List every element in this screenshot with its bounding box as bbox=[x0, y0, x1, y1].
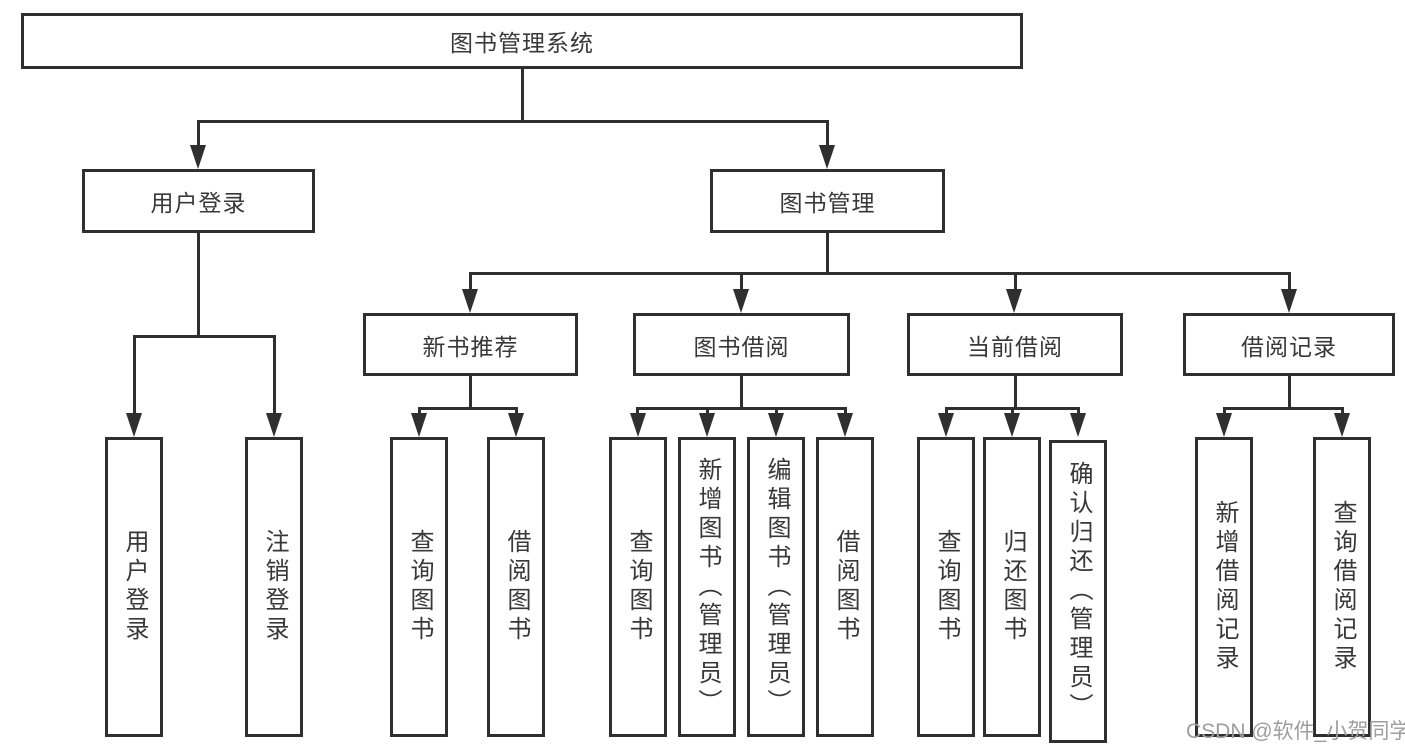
node-current-borrow: 当前借阅 bbox=[907, 313, 1123, 376]
connector-line bbox=[1014, 272, 1017, 292]
connector-line bbox=[197, 120, 200, 148]
node-user-login: 用户登录 bbox=[82, 169, 315, 233]
node-book-management: 图书管理 bbox=[710, 169, 945, 233]
arrow-down-icon bbox=[837, 413, 853, 437]
arrow-down-icon bbox=[508, 413, 524, 437]
connector-line bbox=[1077, 407, 1080, 415]
leaf-borrow-books-borrow: 借阅图书 bbox=[816, 437, 874, 737]
arrow-down-icon bbox=[630, 413, 646, 437]
connector-line bbox=[945, 407, 948, 415]
leaf-add-book-admin: 新增图书（管理员） bbox=[678, 437, 736, 737]
connector-line bbox=[521, 69, 524, 120]
connector-line bbox=[1011, 407, 1014, 415]
connector-line bbox=[1288, 376, 1291, 407]
arrow-down-icon bbox=[699, 413, 715, 437]
connector-line bbox=[1014, 376, 1017, 407]
connector-line bbox=[469, 272, 1291, 275]
connector-line bbox=[515, 407, 518, 415]
arrow-down-icon bbox=[819, 145, 835, 169]
connector-line bbox=[636, 407, 639, 415]
leaf-add-borrow-record: 新增借阅记录 bbox=[1195, 437, 1253, 737]
arrow-down-icon bbox=[126, 413, 142, 437]
connector-line bbox=[133, 335, 136, 415]
leaf-user-login: 用户登录 bbox=[105, 437, 163, 737]
leaf-return-book: 归还图书 bbox=[983, 437, 1041, 737]
connector-line bbox=[133, 335, 276, 338]
leaf-query-books-borrow: 查询图书 bbox=[609, 437, 667, 737]
leaf-query-borrow-record: 查询借阅记录 bbox=[1313, 437, 1371, 737]
arrow-down-icon bbox=[1281, 289, 1297, 313]
connector-line bbox=[826, 233, 829, 272]
arrow-down-icon bbox=[1334, 413, 1350, 437]
csdn-watermark: CSDN @软件_小贺同学 bbox=[1186, 720, 1405, 743]
connector-line bbox=[740, 376, 743, 407]
connector-line bbox=[844, 407, 847, 415]
node-new-book-recommend: 新书推荐 bbox=[363, 313, 578, 376]
connector-line bbox=[1223, 407, 1226, 415]
arrow-down-icon bbox=[266, 413, 282, 437]
leaf-query-books-current: 查询图书 bbox=[917, 437, 975, 737]
arrow-down-icon bbox=[938, 413, 954, 437]
connector-line bbox=[273, 335, 276, 415]
connector-line bbox=[1288, 272, 1291, 292]
connector-line bbox=[1341, 407, 1344, 415]
connector-line bbox=[197, 233, 200, 335]
connector-line bbox=[826, 120, 829, 148]
leaf-logout: 注销登录 bbox=[245, 437, 303, 737]
arrow-down-icon bbox=[768, 413, 784, 437]
leaf-query-books-newbook: 查询图书 bbox=[390, 437, 448, 737]
connector-line bbox=[469, 376, 472, 407]
node-borrow-records: 借阅记录 bbox=[1183, 313, 1395, 376]
arrow-down-icon bbox=[1006, 289, 1022, 313]
arrow-down-icon bbox=[190, 145, 206, 169]
leaf-confirm-return-admin: 确认归还（管理员） bbox=[1049, 440, 1107, 743]
arrow-down-icon bbox=[733, 289, 749, 313]
connector-line bbox=[469, 272, 472, 292]
connector-line bbox=[740, 272, 743, 292]
leaf-borrow-books-newbook: 借阅图书 bbox=[487, 437, 545, 737]
connector-line bbox=[636, 407, 847, 410]
arrow-down-icon bbox=[411, 413, 427, 437]
leaf-edit-book-admin: 编辑图书（管理员） bbox=[747, 437, 805, 737]
node-library-system: 图书管理系统 bbox=[21, 13, 1023, 69]
arrow-down-icon bbox=[1070, 413, 1086, 437]
connector-line bbox=[418, 407, 421, 415]
arrow-down-icon bbox=[462, 289, 478, 313]
arrow-down-icon bbox=[1216, 413, 1232, 437]
node-book-borrow: 图书借阅 bbox=[633, 313, 850, 376]
connector-line bbox=[418, 407, 518, 410]
connector-line bbox=[775, 407, 778, 415]
connector-line bbox=[1223, 407, 1344, 410]
arrow-down-icon bbox=[1004, 413, 1020, 437]
connector-line bbox=[706, 407, 709, 415]
connector-line bbox=[197, 120, 829, 123]
